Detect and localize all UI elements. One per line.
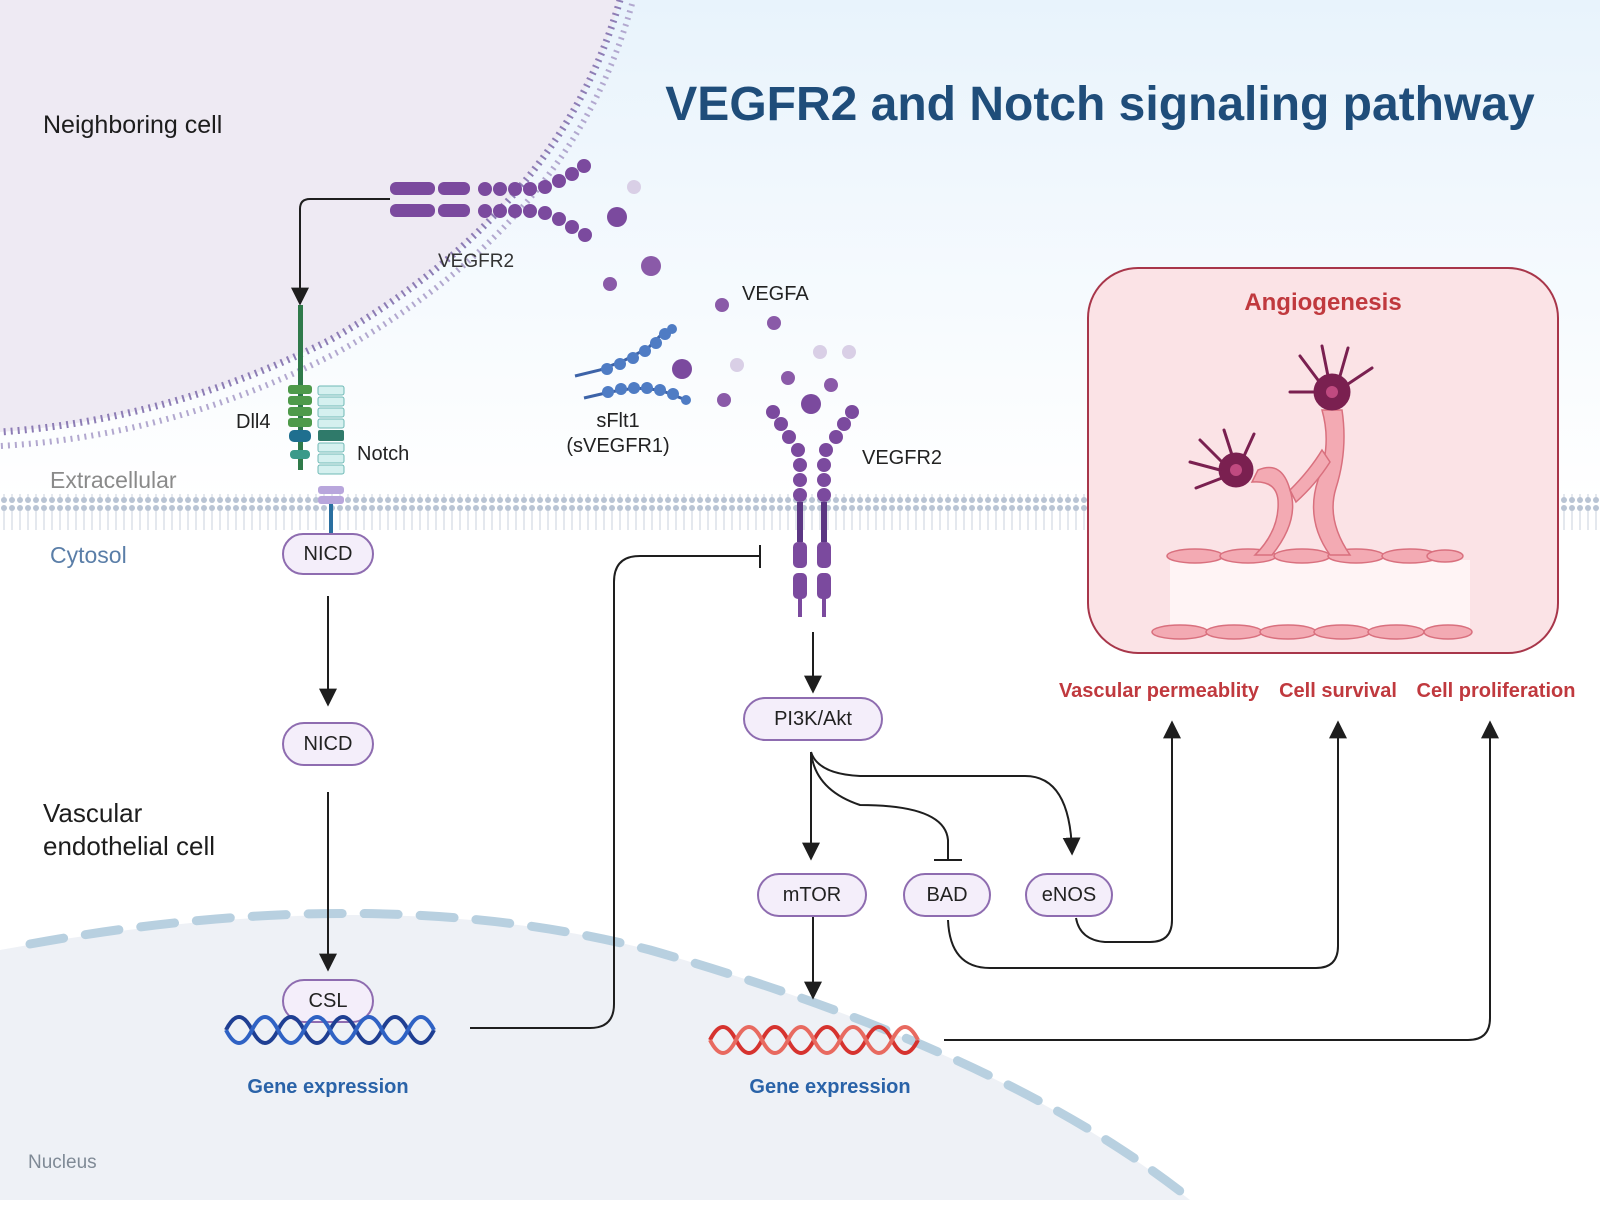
dll4-ligand [288,305,312,470]
nucleus-body [0,915,1190,1200]
node-mtor-label: mTOR [783,884,842,906]
inhibit-pi3k-to-bad [810,751,949,860]
cytosol-label: Cytosol [50,542,127,568]
extracellular-label: Extracellular [50,467,177,493]
pathway-connectors [291,198,1499,1041]
outcome-cell-survival: Cell survival [1279,680,1397,702]
inhibit-csl-to-vegfr2 [470,555,760,1029]
dna-helix-red [708,1025,920,1055]
dll4-label: Dll4 [236,411,270,433]
arrow-pi3k-to-enos [810,751,1081,856]
tip-cell-left [1188,428,1256,490]
neighboring-cell-label: Neighboring cell [43,111,222,139]
vegfa-label: VEGFA [742,283,809,305]
nucleus-label: Nucleus [28,1152,97,1173]
arrow-enos-to-permeability [1075,720,1181,943]
outcome-cell-proliferation: Cell proliferation [1417,680,1576,702]
tip-cell-right [1288,344,1374,411]
neighboring-cell-body [0,0,620,432]
neighboring-cell-membrane-inner [0,3,635,449]
gene-expression-left: Gene expression [247,1076,408,1098]
angiogenesis-panel [1087,267,1559,654]
sflt1-molecule [574,324,691,405]
node-bad-label: BAD [926,884,967,906]
sflt1-label-line1: sFlt1 [596,410,639,432]
arrow-vegfr2-to-dll4 [291,198,390,306]
nuclear-envelope [25,908,1190,1200]
outcome-vascular-permeability: Vascular permeablity [1059,680,1260,702]
node-enos: eNOS [1025,873,1113,917]
node-csl: CSL [282,979,374,1023]
node-nicd-top-label: NICD [304,543,353,565]
arrow-gene-to-proliferation [944,720,1499,1041]
sflt1-label-line2: (sVEGFR1) [566,435,669,457]
dna-helix-blue [224,1015,436,1045]
vegfr2-neighbor-receptor [390,159,592,242]
neighboring-cell-membrane [0,0,624,436]
node-nicd-top: NICD [282,533,374,575]
vegfr2-membrane-receptor [766,405,859,617]
notch-receptor [317,385,345,534]
node-mtor: mTOR [757,873,867,917]
node-enos-label: eNOS [1042,884,1096,906]
gene-expression-right: Gene expression [749,1076,910,1098]
node-pi3k-akt: PI3K/Akt [743,697,883,741]
vegfr2-neighbor-label: VEGFR2 [438,251,514,272]
node-nicd-mid-label: NICD [304,733,353,755]
vegfr2-membrane-label: VEGFR2 [862,447,942,469]
diagram-title: VEGFR2 and Notch signaling pathway [665,78,1535,131]
node-bad: BAD [903,873,991,917]
arrow-bad-to-survival [947,720,1347,969]
angiogenesis-title: Angiogenesis [1244,289,1401,316]
node-pi3k-akt-label: PI3K/Akt [774,708,852,730]
endothelial-cells-illustration [1151,409,1473,640]
node-nicd-mid: NICD [282,722,374,766]
vascular-label-line1: Vascular [43,798,143,828]
vegfa-ligands [603,180,856,414]
notch-label: Notch [357,443,409,465]
vascular-label-line2: endothelial cell [43,831,215,861]
node-csl-label: CSL [309,990,348,1012]
